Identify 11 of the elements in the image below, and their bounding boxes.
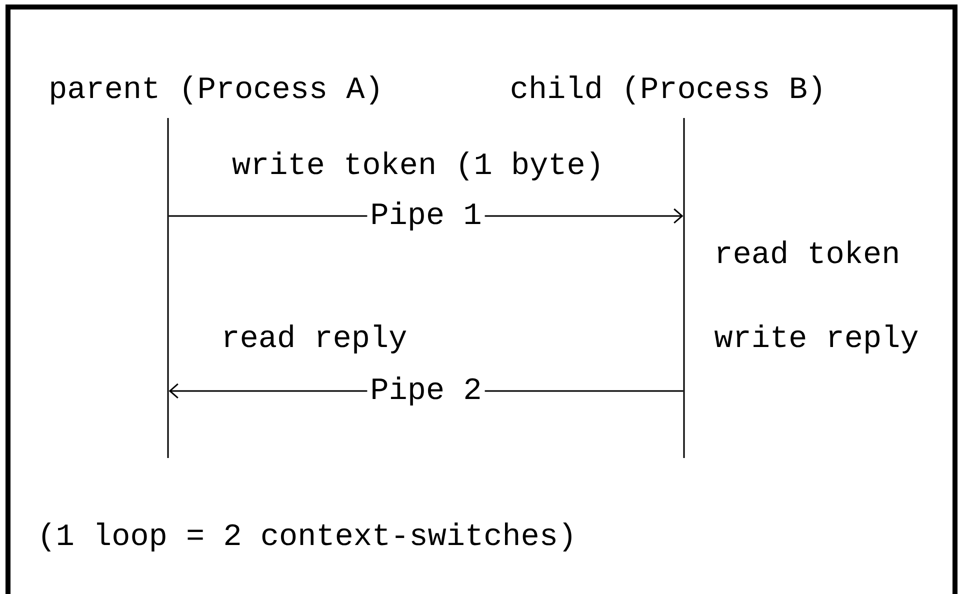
edge-label: Pipe 2 [367, 374, 485, 408]
participant-label: parent (Process A) [51, 76, 378, 104]
lifeline [167, 117, 169, 459]
step-label: read reply [224, 324, 406, 354]
participant-label: child (Process B) [512, 76, 821, 104]
caption-note: (1 loop = 2 context-switches) [42, 522, 572, 552]
edge-label: Pipe 1 [367, 198, 485, 234]
step-label: write reply [714, 324, 918, 354]
step-label: write token (1 byte) [232, 152, 599, 180]
lifeline [683, 117, 685, 459]
step-label: read token [718, 240, 898, 264]
